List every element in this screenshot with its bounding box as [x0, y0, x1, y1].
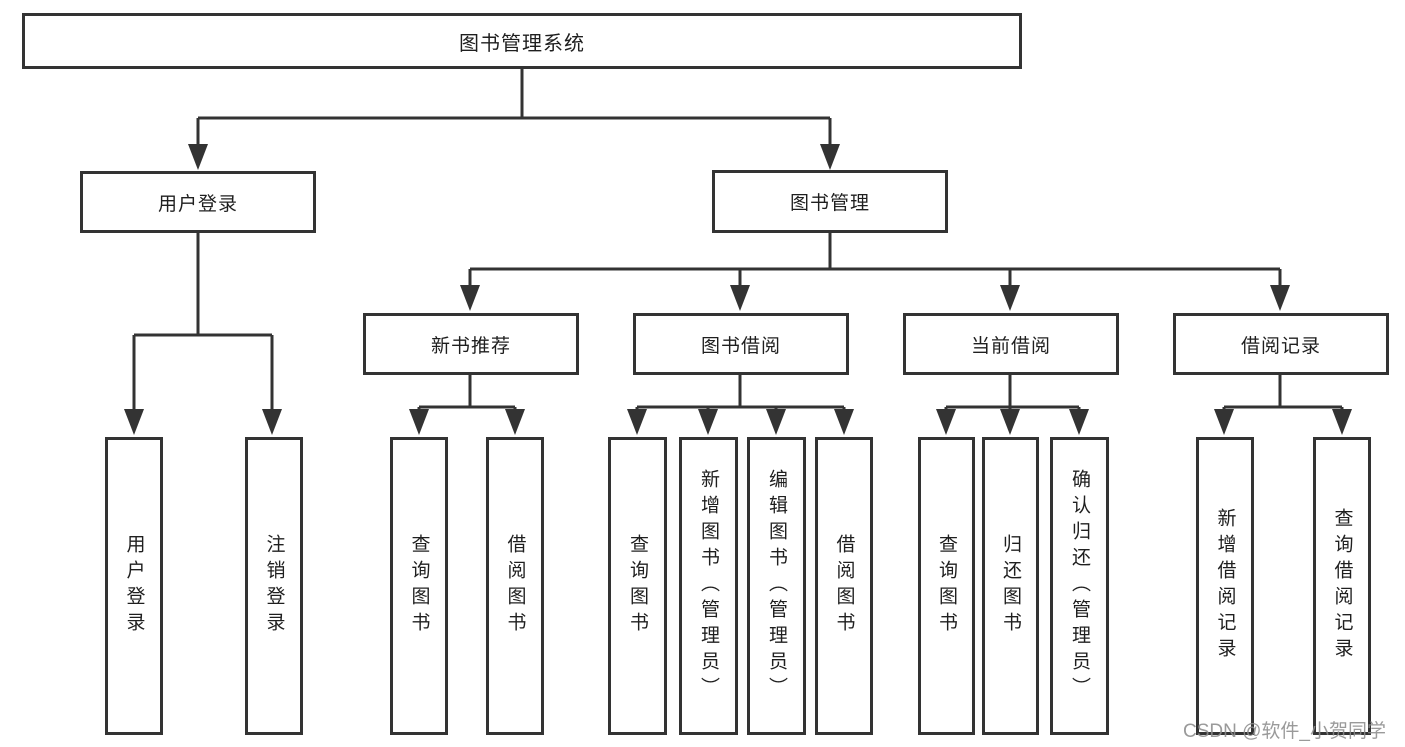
arrowheads — [124, 144, 1352, 435]
leaf-logout-label: 注销登录 — [263, 534, 285, 638]
leaf-borrow-book: 借阅图书 — [815, 437, 873, 735]
node-borrow-records: 借阅记录 — [1173, 313, 1389, 375]
leaf-newbook-query: 查询图书 — [390, 437, 448, 735]
node-new-book-label: 新书推荐 — [430, 335, 511, 357]
leaf-current-query: 查询图书 — [918, 437, 975, 735]
leaf-current-confirm: 确认归还（管理员） — [1050, 437, 1109, 735]
node-book-borrow-label: 图书借阅 — [700, 335, 781, 357]
leaf-newbook-borrow: 借阅图书 — [486, 437, 544, 735]
leaf-logout: 注销登录 — [245, 437, 303, 735]
leaf-borrow-edit-label: 编辑图书（管理员） — [766, 469, 787, 703]
leaf-record-add-label: 新增借阅记录 — [1214, 508, 1236, 664]
leaf-current-confirm-label: 确认归还（管理员） — [1069, 469, 1090, 703]
leaf-borrow-book-label: 借阅图书 — [833, 534, 855, 638]
leaf-borrow-query-label: 查询图书 — [627, 534, 648, 638]
leaf-newbook-query-label: 查询图书 — [408, 534, 430, 638]
leaf-record-add: 新增借阅记录 — [1196, 437, 1254, 735]
leaf-borrow-edit: 编辑图书（管理员） — [747, 437, 806, 735]
node-new-book: 新书推荐 — [363, 313, 579, 375]
leaf-current-return-label: 归还图书 — [1000, 534, 1021, 638]
node-user-login: 用户登录 — [80, 171, 316, 233]
leaf-borrow-add: 新增图书（管理员） — [679, 437, 738, 735]
node-current-borrow: 当前借阅 — [903, 313, 1119, 375]
leaf-record-query-label: 查询借阅记录 — [1331, 508, 1353, 664]
node-book-mgmt-label: 图书管理 — [789, 193, 870, 214]
node-book-borrow: 图书借阅 — [633, 313, 849, 375]
leaf-current-query-label: 查询图书 — [936, 534, 957, 638]
node-user-login-label: 用户登录 — [157, 193, 238, 215]
leaf-newbook-borrow-label: 借阅图书 — [504, 534, 526, 638]
node-root: 图书管理系统 — [22, 13, 1022, 69]
leaf-borrow-add-label: 新增图书（管理员） — [698, 469, 719, 703]
node-root-label: 图书管理系统 — [459, 32, 585, 55]
node-current-borrow-label: 当前借阅 — [970, 335, 1051, 357]
leaf-record-query: 查询借阅记录 — [1313, 437, 1371, 735]
leaf-current-return: 归还图书 — [982, 437, 1039, 735]
leaf-borrow-query: 查询图书 — [608, 437, 667, 735]
leaf-user-login-label: 用户登录 — [123, 534, 145, 638]
leaf-user-login: 用户登录 — [105, 437, 163, 735]
node-borrow-records-label: 借阅记录 — [1240, 335, 1321, 357]
node-book-mgmt: 图书管理 — [712, 170, 948, 233]
watermark: CSDN @软件_小贺同学 — [1183, 721, 1386, 742]
